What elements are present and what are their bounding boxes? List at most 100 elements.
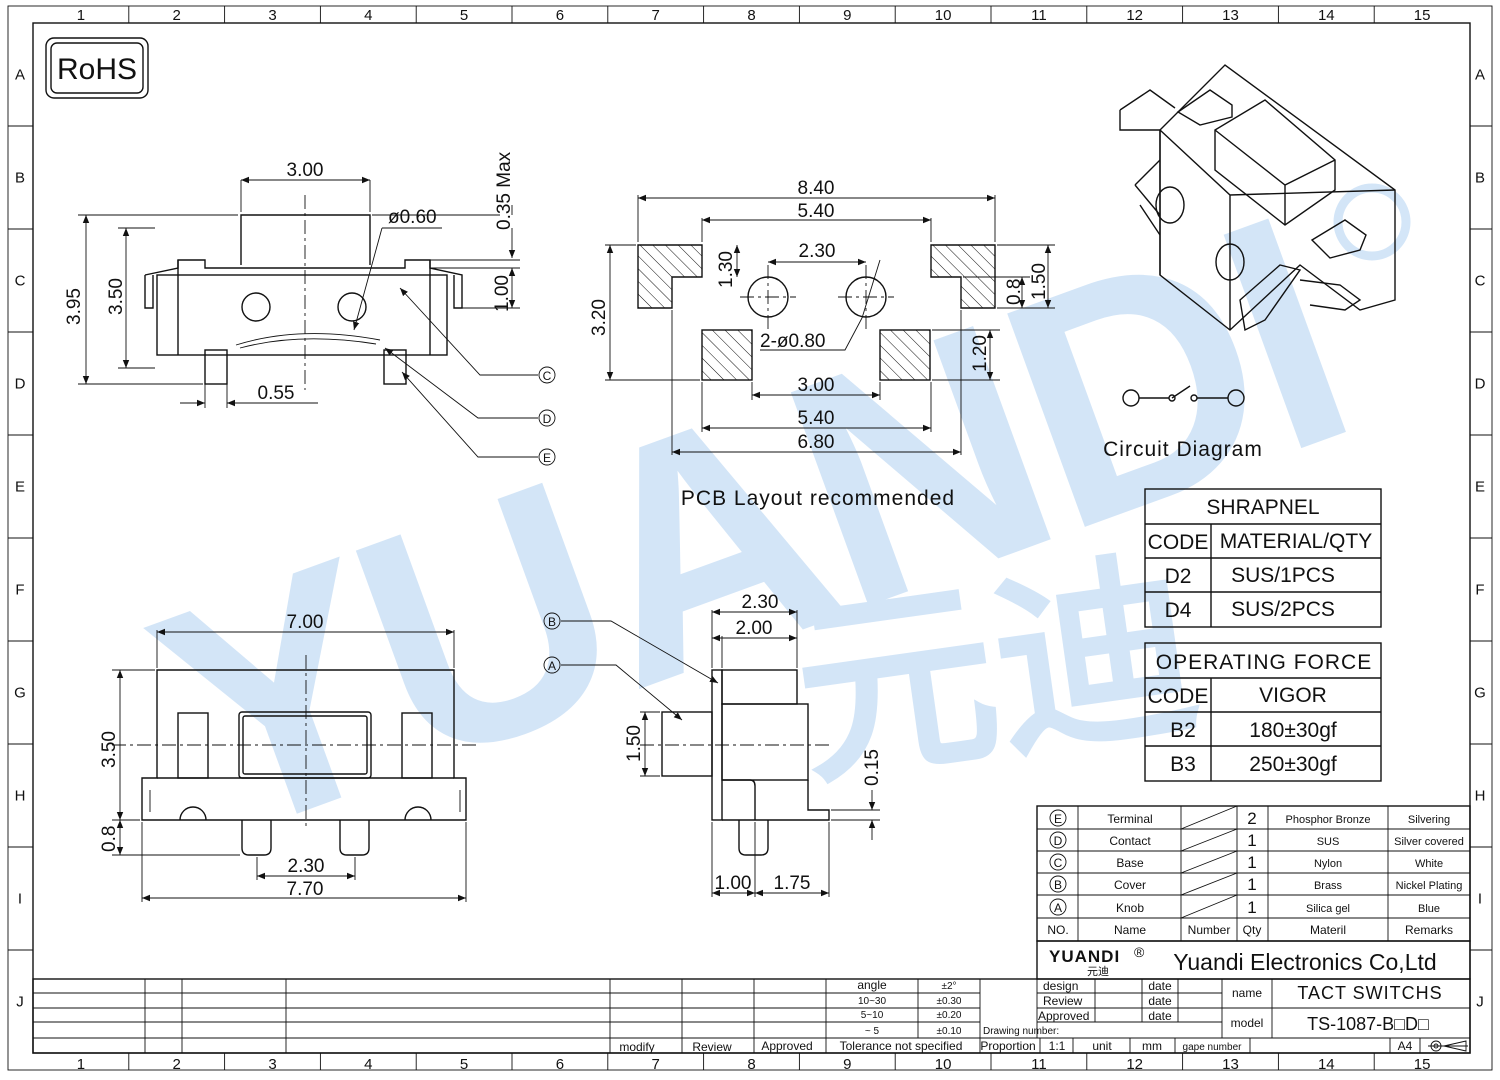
bottom-pitch: 2.30: [288, 856, 325, 877]
dim-h1: 1.00: [492, 275, 513, 312]
grid-col-label: 11: [1031, 7, 1047, 24]
bom-no: C: [1054, 856, 1063, 870]
svg-text:D: D: [543, 412, 552, 426]
grid-col-label: 10: [935, 1056, 952, 1073]
revision-review: Review: [692, 1040, 732, 1054]
tolerance-value: ±0.20: [937, 1010, 962, 1021]
tolerance-row: angle±2°: [857, 978, 956, 992]
svg-text:B: B: [548, 615, 556, 629]
grid-col-label: 5: [460, 1056, 468, 1073]
grid-row-label: G: [14, 685, 26, 702]
grid-col-label: 12: [1126, 1056, 1143, 1073]
force-title: OPERATING FORCE: [1156, 651, 1372, 674]
grid-row-label: C: [15, 273, 26, 290]
rohs-badge: RoHS: [45, 37, 149, 99]
bom-remarks: Nickel Plating: [1396, 880, 1463, 892]
tolerance-range: ~ 5: [865, 1026, 880, 1037]
tolerance-row: 10~30±0.30: [858, 996, 962, 1007]
bom-head-name: Name: [1114, 923, 1146, 937]
company-name: Yuandi Electronics Co,Ltd: [1173, 949, 1436, 975]
dim-top-width: 3.00: [287, 160, 324, 181]
grid-col-label: 12: [1126, 7, 1143, 24]
pcb-right-h1: 1.50: [1029, 263, 1050, 300]
shrapnel-title: SHRAPNEL: [1206, 496, 1319, 519]
tolerance-range: 10~30: [858, 996, 887, 1007]
bom-no: A: [1054, 901, 1062, 915]
company-logo-cjk: 元迪: [1087, 965, 1109, 978]
tb-design: design: [1043, 979, 1078, 993]
grid-row-label: A: [1475, 67, 1485, 84]
force-head-vigor: VIGOR: [1259, 684, 1327, 707]
bom-head-material: Materil: [1310, 923, 1346, 937]
bom-material: SUS: [1317, 836, 1340, 848]
tb-approved: Approved: [1038, 1009, 1089, 1023]
bom-head-remarks: Remarks: [1405, 923, 1453, 937]
pcb-bot-2: 5.40: [798, 408, 835, 429]
grid-col-label: 14: [1318, 7, 1335, 24]
tb-size: A4: [1398, 1039, 1413, 1053]
company-mark: ®: [1134, 944, 1145, 960]
tolerance-value: ±0.10: [937, 1026, 962, 1037]
bom-no: D: [1054, 834, 1063, 848]
tb-drawing-number: Drawing number:: [983, 1026, 1059, 1037]
tolerance-row: 5~10 ±0.20: [861, 1010, 962, 1021]
grid-col-label: 2: [173, 1056, 181, 1073]
grid-col-label: 5: [460, 7, 468, 24]
grid-row-label: E: [1475, 479, 1485, 496]
dim-max: 0.35 Max: [494, 151, 515, 230]
grid-col-label: 3: [268, 1056, 276, 1073]
bom-qty: 1: [1247, 875, 1256, 894]
pcb-holes: 2-ø0.80: [760, 331, 825, 352]
pcb-pad-h: 1.30: [716, 251, 737, 288]
bom-name: Knob: [1116, 901, 1144, 915]
bom-material: Nylon: [1314, 858, 1342, 870]
side-view: 3.00 0.35 Max 1.00 ø0.60 3.95 3.50 0.55 …: [64, 151, 556, 466]
front-w1: 2.30: [742, 592, 779, 613]
tb-name-label: name: [1232, 986, 1262, 1000]
bom-remarks: Blue: [1418, 903, 1440, 915]
svg-text:C: C: [543, 369, 552, 383]
pcb-w-outer: 8.40: [798, 178, 835, 199]
bom-head-number: Number: [1188, 923, 1231, 937]
grid-col-label: 4: [364, 7, 372, 24]
watermark-cjk: 元迪: [782, 534, 1209, 811]
front-view: 2.30 2.00 1.50 0.15 1.00 1.75 B A: [543, 592, 883, 897]
company-logo: YUANDI: [1049, 947, 1120, 966]
pcb-right-h2: 0.8: [1004, 279, 1025, 305]
circuit-diagram: Circuit Diagram: [1103, 385, 1262, 461]
grid-row-label: H: [15, 788, 26, 805]
tb-page-number: gape number: [1183, 1042, 1243, 1053]
pcb-layout: 8.40 5.40 2.30 3.20 1.30 1.50 0.8 2-ø0.8…: [589, 178, 1055, 510]
dim-h-body: 3.50: [106, 278, 127, 315]
grid-col-label: 10: [935, 7, 952, 24]
tb-model-label: model: [1231, 1016, 1264, 1030]
shrapnel-material-d2: SUS/1PCS: [1231, 564, 1335, 587]
grid-col-label: 9: [843, 7, 851, 24]
grid-col-label: 9: [843, 1056, 851, 1073]
tolerance-range: 5~10: [861, 1010, 884, 1021]
shrapnel-material-d4: SUS/2PCS: [1231, 598, 1335, 621]
projection-symbol-icon: [1428, 1040, 1468, 1052]
callout-c: C: [538, 366, 556, 384]
tb-scale: 1:1: [1049, 1039, 1066, 1053]
bom-name: Contact: [1109, 834, 1151, 848]
bottom-height: 3.50: [99, 731, 120, 768]
bom-head-no: NO.: [1047, 923, 1068, 937]
callout-e: E: [538, 448, 556, 466]
grid-col-label: 6: [556, 7, 564, 24]
dim-foot: 0.55: [258, 383, 295, 404]
bom-material: Phosphor Bronze: [1286, 814, 1371, 826]
pcb-caption: PCB Layout recommended: [681, 487, 955, 510]
callout-a: A: [543, 656, 561, 674]
grid-row-label: I: [18, 891, 22, 908]
isometric-view: [1119, 64, 1396, 332]
grid-columns: 1122334455667788991010111112121313141415…: [77, 6, 1430, 1073]
grid-col-label: 2: [173, 7, 181, 24]
force-code-b3: B3: [1170, 753, 1196, 776]
